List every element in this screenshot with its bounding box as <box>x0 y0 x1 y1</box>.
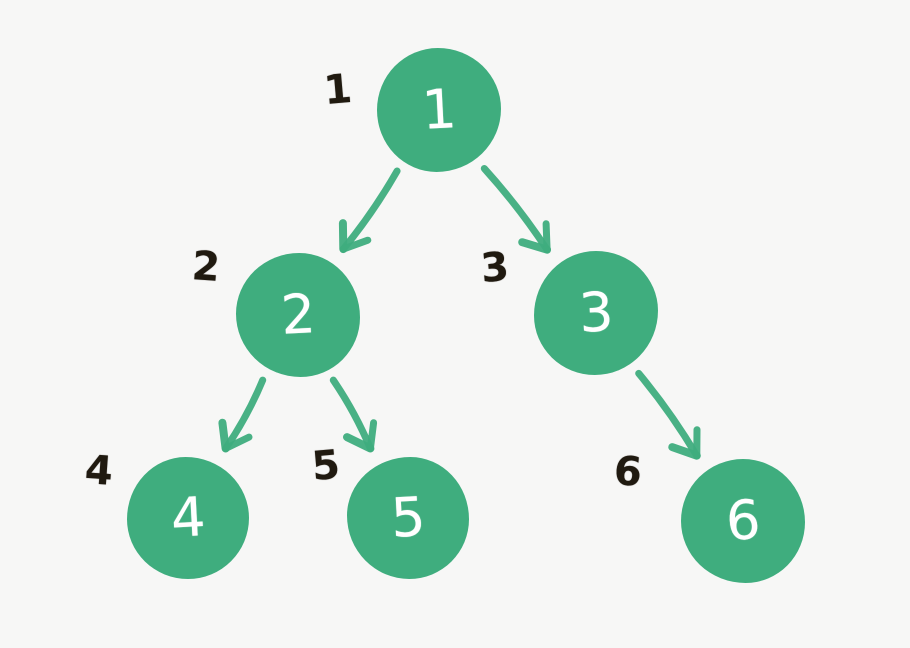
edge-1-to-2 <box>338 167 401 254</box>
edge-2-to-5 <box>329 376 378 453</box>
tree-node-value: 5 <box>388 485 428 550</box>
tree-node-value: 6 <box>723 488 763 553</box>
tree-node-5[interactable]: 5 <box>347 457 469 579</box>
tree-node-6[interactable]: 6 <box>681 459 805 583</box>
edge-2-to-4 <box>218 376 267 453</box>
node-index-label-3: 3 <box>479 243 511 293</box>
tree-node-1[interactable]: 1 <box>377 48 501 172</box>
tree-node-3[interactable]: 3 <box>534 251 658 375</box>
node-index-label-6: 6 <box>612 448 644 496</box>
tree-node-value: 4 <box>168 485 208 550</box>
node-index-label-5: 5 <box>310 441 342 491</box>
tree-node-value: 2 <box>278 282 318 347</box>
edge-1-to-3 <box>480 165 552 254</box>
node-index-label-2: 2 <box>190 243 222 291</box>
tree-node-2[interactable]: 2 <box>236 253 360 377</box>
tree-node-value: 1 <box>419 77 459 142</box>
node-index-label-1: 1 <box>322 65 354 115</box>
tree-node-4[interactable]: 4 <box>127 457 249 579</box>
tree-node-value: 3 <box>576 280 616 345</box>
edge-3-to-6 <box>635 369 701 460</box>
node-index-label-4: 4 <box>83 447 115 495</box>
